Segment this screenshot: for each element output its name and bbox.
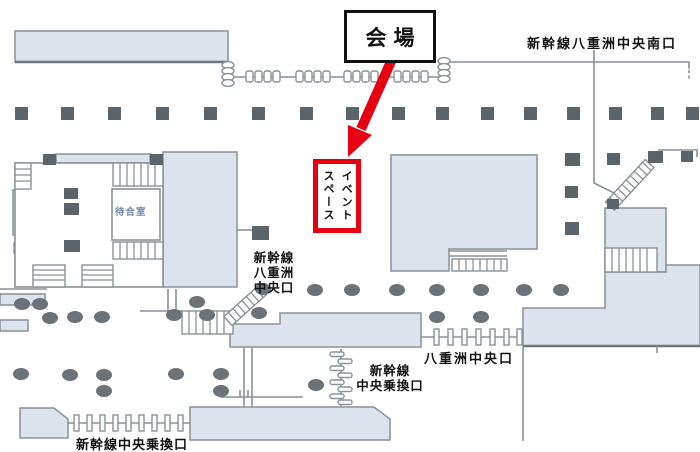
walls <box>0 50 698 441</box>
stairs-icon <box>604 247 658 273</box>
ticket-gates-yaesu-central <box>421 328 523 346</box>
gate-coil-icon <box>221 60 235 88</box>
exit-label-shinkansen-central-transfer-bottom: 新幹線中央乗換口 <box>76 438 189 452</box>
gate-group <box>245 70 281 83</box>
notch-lines <box>449 250 507 257</box>
central-bar-building <box>229 312 422 348</box>
ticket-gates-transfer-bottom <box>68 414 190 432</box>
stairs-icon <box>112 241 164 260</box>
left-lower-bar-2 <box>0 319 29 332</box>
waiting-room-outline <box>111 188 161 241</box>
bottom-left-building <box>19 407 69 439</box>
transfer-gate-coil-icon <box>329 349 353 406</box>
platform-top-left <box>14 30 229 63</box>
pillars-misc <box>43 151 693 252</box>
building-shapes <box>0 30 700 441</box>
exit-label-yaesu-central: 八重洲中央口 <box>424 352 515 367</box>
central-light-mass <box>162 151 238 288</box>
stairs-icon <box>451 258 508 272</box>
waiting-room-label: 待合室 <box>115 207 147 218</box>
stairs-icon <box>112 162 164 187</box>
exit-label-shinkansen-yaesu-central-south: 新幹線八重洲中央南口 <box>527 37 678 52</box>
double-wall <box>243 347 253 406</box>
event-space-label: イベント スペース <box>322 170 354 222</box>
gate-coil-icon <box>437 56 451 84</box>
south-exit-wall <box>593 50 619 196</box>
corridor-wall <box>140 289 182 312</box>
stairs-icon <box>14 162 32 190</box>
bottom-right-building <box>522 264 700 347</box>
stairs-icon <box>81 264 114 288</box>
central-building <box>390 154 538 272</box>
ticket-gates-top <box>221 56 451 88</box>
gate-group <box>295 70 331 83</box>
event-space-box: イベント スペース <box>313 159 361 233</box>
gate-group <box>393 70 429 83</box>
stairs-icon <box>32 264 66 288</box>
corner-wall <box>658 149 698 157</box>
wall-band <box>55 153 151 164</box>
exit-label-shinkansen-yaesu-central: 新幹線 八重洲 中央口 <box>253 250 295 295</box>
waiting-room-building <box>14 162 164 288</box>
round-pillars <box>13 283 569 397</box>
pillar-row <box>15 107 699 120</box>
gate-group <box>343 70 379 83</box>
exit-label-shinkansen-central-transfer: 新幹線 中央乗換口 <box>356 363 424 393</box>
south-exit-line <box>450 61 690 69</box>
venue-label: 会場 <box>365 25 422 50</box>
venue-arrow-icon <box>348 54 398 157</box>
venue-callout-box: 会場 <box>344 10 436 63</box>
ledge-line <box>220 390 303 398</box>
bottom-center-building <box>189 406 391 441</box>
